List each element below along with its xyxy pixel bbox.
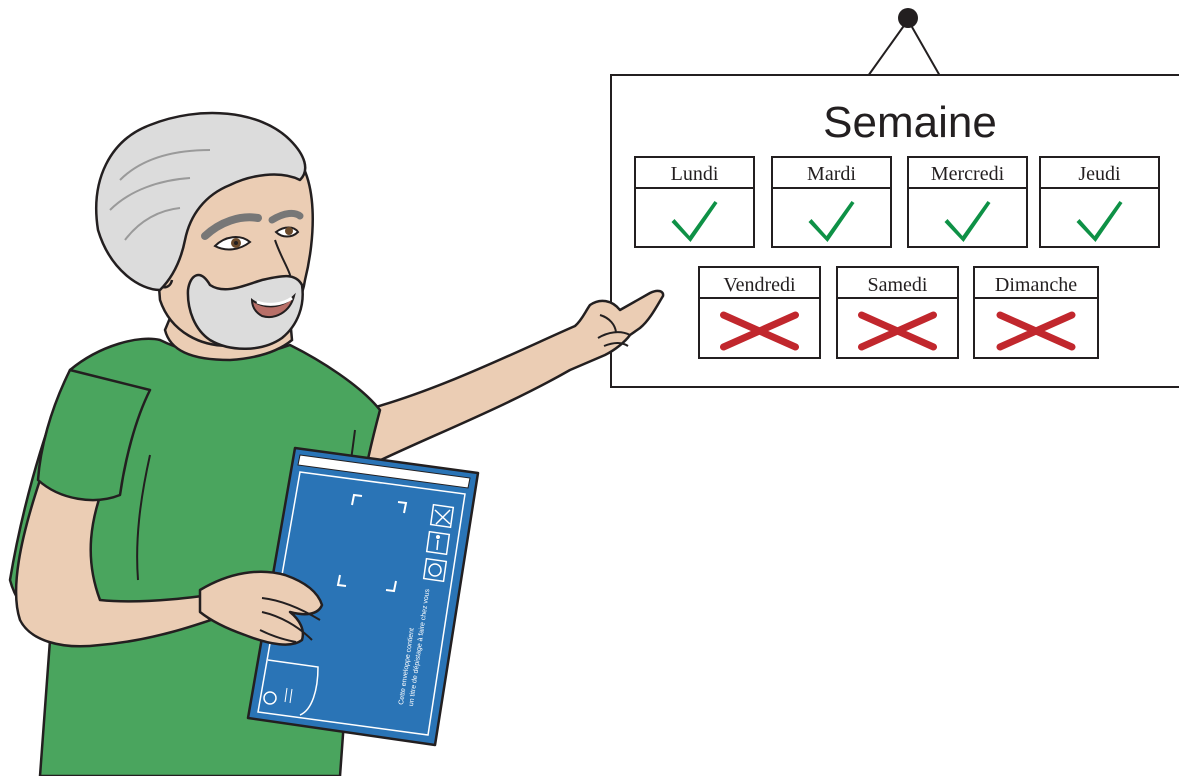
grey-beard [186,273,304,350]
cross-icon [996,311,1076,351]
person-icon [425,530,451,556]
day-card-mardi: Mardi [771,156,892,248]
checkmark-icon [808,201,855,242]
day-card-jeudi: Jeudi [1039,156,1160,248]
day-card-mercredi: Mercredi [907,156,1028,248]
day-label: Vendredi [723,274,796,296]
eyebrow [268,209,304,224]
checkmark-icon [944,201,991,242]
day-card-vendredi: Vendredi [698,266,821,359]
day-card-dimanche: Dimanche [973,266,1099,359]
pointing-arm [358,289,665,472]
hand [198,570,324,646]
day-label: Mardi [807,163,856,185]
day-label: Dimanche [995,274,1077,296]
person: Cette enveloppe contient un titre de dép… [8,111,665,776]
window-corners [336,493,408,593]
day-card-lundi: Lundi [634,156,755,248]
weekly-poster: Semaine Lundi Mardi Mercredi [610,8,1179,388]
eyebrow [201,213,262,240]
day-label: Jeudi [1078,163,1121,185]
grey-hair [95,111,307,292]
envelope-logo [263,687,293,705]
hazard-icon [429,503,455,529]
day-card-samedi: Samedi [836,266,959,359]
recycle-icon [422,557,448,583]
holding-arm [14,468,324,648]
checkmark-icon [1076,201,1123,242]
cross-icon [720,311,799,351]
smile [250,292,296,318]
checkmark-icon [671,201,718,242]
cross-icon [858,311,937,351]
pin-icon [898,8,918,28]
day-label: Samedi [868,274,928,296]
poster-title: Semaine [823,98,997,147]
poster-hanger [867,8,941,77]
head [95,111,314,350]
day-label: Mercredi [931,163,1005,185]
screening-envelope: Cette enveloppe contient un titre de dép… [246,446,480,747]
eye [213,236,252,251]
shirt-sleeve [36,368,152,502]
day-label: Lundi [671,163,719,185]
eye [274,226,300,238]
